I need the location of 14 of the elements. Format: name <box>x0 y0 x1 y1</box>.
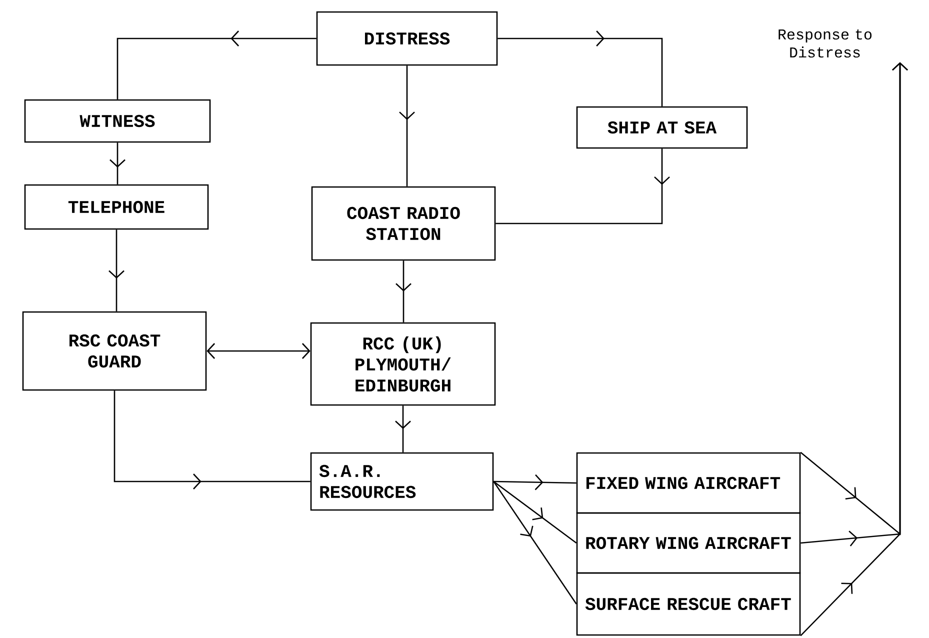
process-box: RSC COAST GUARD <box>22 311 207 391</box>
process-box: TELEPHONE <box>24 184 209 230</box>
process-box: FIXED WING AIRCRAFT <box>576 452 801 514</box>
process-box: WITNESS <box>24 99 211 143</box>
process-box: SURFACE RESCUE CRAFT <box>576 572 801 636</box>
process-box: COAST RADIO STATION <box>311 186 496 261</box>
process-box: SHIP AT SEA <box>576 106 748 149</box>
response-text: Response to Distress <box>778 29 872 58</box>
process-box: ROTARY WING AIRCRAFT <box>576 512 801 574</box>
process-box: S.A.R. RESOURCES <box>310 452 494 511</box>
arrow <box>800 62 908 636</box>
arrow <box>206 343 310 359</box>
process-box: DISTRESS <box>316 11 498 66</box>
process-box: RCC (UK) PLYMOUTH/ EDINBURGH <box>310 322 496 406</box>
